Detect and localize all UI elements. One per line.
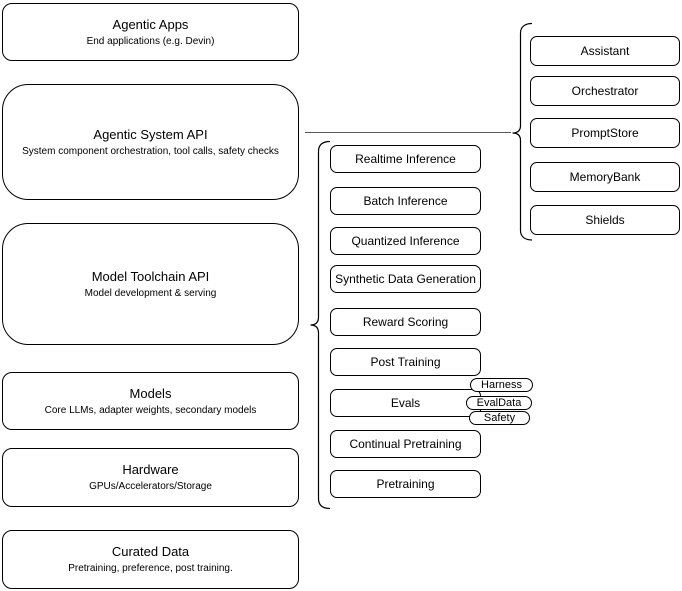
node-label: MemoryBank: [569, 170, 641, 184]
components-curly-brace: [512, 22, 533, 241]
layer-subtitle: End applications (e.g. Devin): [86, 35, 215, 47]
toolchain-node-realtime-inference: Realtime Inference: [330, 145, 481, 173]
node-label: Shields: [585, 213, 625, 227]
toolchain-node-batch-inference: Batch Inference: [330, 187, 481, 215]
system-component-orchestrator: Orchestrator: [530, 76, 680, 106]
node-label: Continual Pretraining: [349, 437, 462, 451]
layer-title: Hardware: [122, 462, 179, 477]
tag-label: EvalData: [476, 396, 522, 409]
node-label: Quantized Inference: [351, 234, 460, 248]
toolchain-node-continual-pretraining: Continual Pretraining: [330, 430, 481, 458]
layer-title: Agentic System API: [93, 126, 208, 142]
node-label: PromptStore: [571, 126, 639, 140]
evals-tag-harness: Harness: [470, 378, 533, 392]
layer-subtitle: System component orchestration, tool cal…: [22, 145, 279, 157]
layer-title: Curated Data: [111, 544, 190, 559]
node-label: Reward Scoring: [362, 315, 449, 329]
toolchain-node-quantized-inference: Quantized Inference: [330, 227, 481, 255]
evals-tag-evaldata: EvalData: [466, 396, 532, 410]
system-component-assistant: Assistant: [530, 36, 680, 66]
toolchain-node-evals: Evals: [330, 389, 481, 417]
node-label: Pretraining: [376, 477, 435, 491]
node-label: Assistant: [580, 44, 630, 58]
tag-label: Safety: [483, 411, 516, 424]
toolchain-curly-brace: [310, 140, 331, 510]
layer-subtitle: GPUs/Accelerators/Storage: [89, 481, 212, 492]
layer-subtitle: Core LLMs, adapter weights, secondary mo…: [44, 404, 257, 416]
node-label: Orchestrator: [571, 84, 639, 98]
layer-agentic-apps: Agentic Apps End applications (e.g. Devi…: [2, 3, 299, 61]
toolchain-node-post-training: Post Training: [330, 348, 481, 376]
layer-title: Model Toolchain API: [91, 268, 210, 284]
layer-hardware: Hardware GPUs/Accelerators/Storage: [2, 448, 299, 507]
node-label: Synthetic Data Generation: [335, 272, 476, 286]
layer-agentic-system-api: Agentic System API System component orch…: [2, 84, 299, 200]
tag-label: Harness: [481, 378, 522, 391]
node-label: Post Training: [370, 355, 441, 369]
system-component-promptstore: PromptStore: [530, 118, 680, 148]
layer-title: Models: [129, 385, 172, 401]
system-component-shields: Shields: [530, 205, 680, 235]
layer-curated-data: Curated Data Pretraining, preference, po…: [2, 530, 299, 589]
toolchain-node-pretraining: Pretraining: [330, 470, 481, 498]
evals-tag-safety: Safety: [469, 411, 530, 425]
layer-subtitle: Model development & serving: [84, 287, 217, 299]
layer-subtitle: Pretraining, preference, post training.: [68, 563, 233, 574]
toolchain-node-reward-scoring: Reward Scoring: [330, 308, 481, 336]
layer-models: Models Core LLMs, adapter weights, secon…: [2, 372, 299, 430]
node-label: Realtime Inference: [355, 152, 456, 166]
toolchain-node-synthetic-data-generation: Synthetic Data Generation: [330, 265, 481, 293]
system-component-memorybank: MemoryBank: [530, 162, 680, 192]
node-label: Evals: [390, 396, 421, 410]
layer-title: Agentic Apps: [112, 16, 189, 32]
node-label: Batch Inference: [363, 194, 448, 208]
layer-model-toolchain-api: Model Toolchain API Model development & …: [2, 223, 299, 345]
